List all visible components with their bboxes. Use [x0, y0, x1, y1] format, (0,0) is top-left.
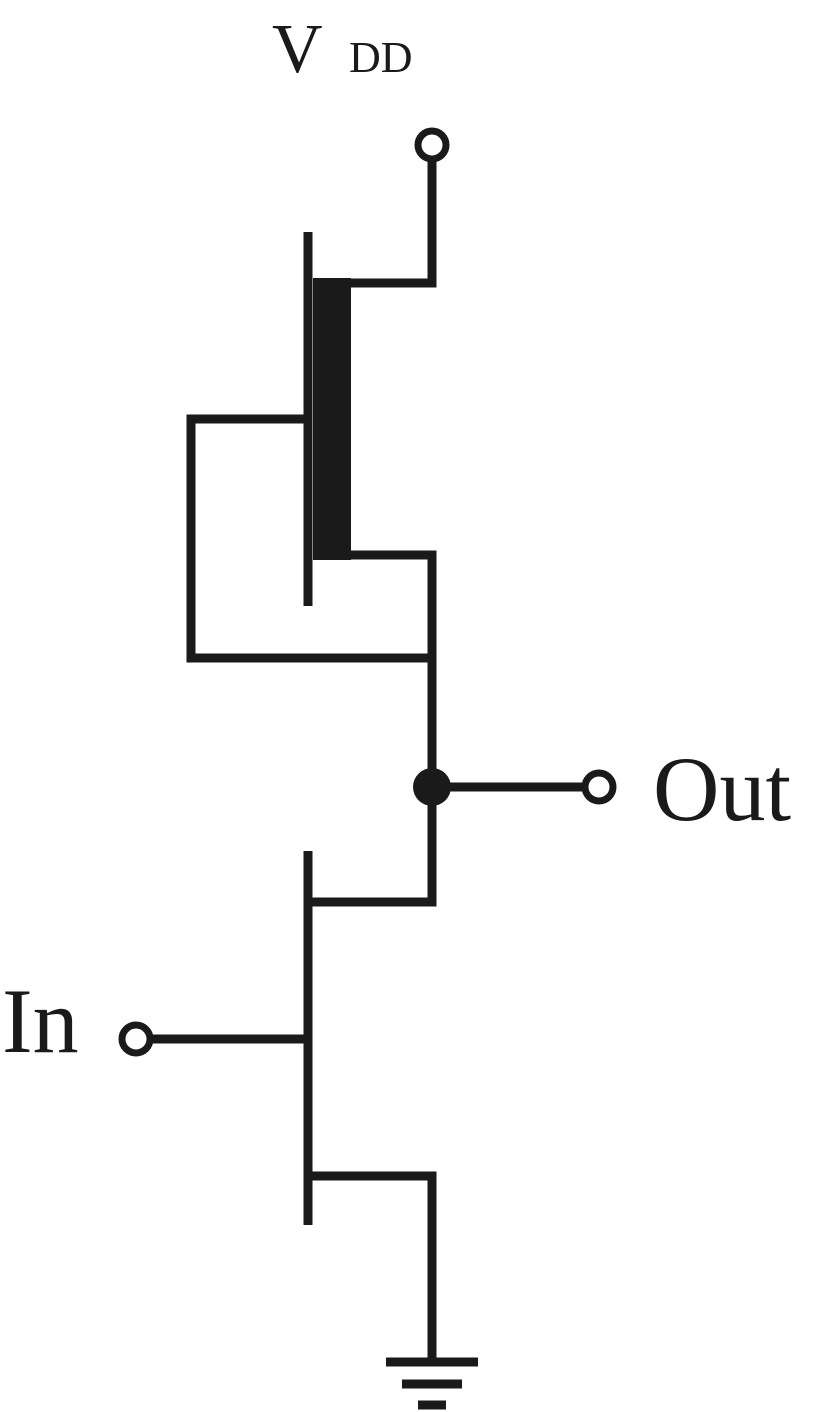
load-transistor [186, 232, 437, 790]
input-label: In [2, 970, 79, 1072]
load-transistor-source-wire [351, 550, 437, 790]
vdd-label-subscript: DD [349, 33, 413, 82]
driver-transistor [303, 787, 437, 1362]
driver-transistor-source-wire [308, 1171, 437, 1362]
vdd-label: V DD [272, 11, 413, 88]
input-terminal [118, 1021, 154, 1057]
output-label: Out [653, 738, 791, 840]
vdd-wire [313, 159, 437, 288]
output-terminal [581, 769, 617, 805]
load-transistor-gate-feedback-wire [186, 414, 432, 663]
load-transistor-channel [313, 278, 351, 560]
driver-transistor-drain-wire [308, 787, 437, 907]
vdd-label-main: V [272, 11, 323, 88]
ground-icon [386, 1357, 478, 1410]
vdd-terminal [414, 127, 450, 163]
